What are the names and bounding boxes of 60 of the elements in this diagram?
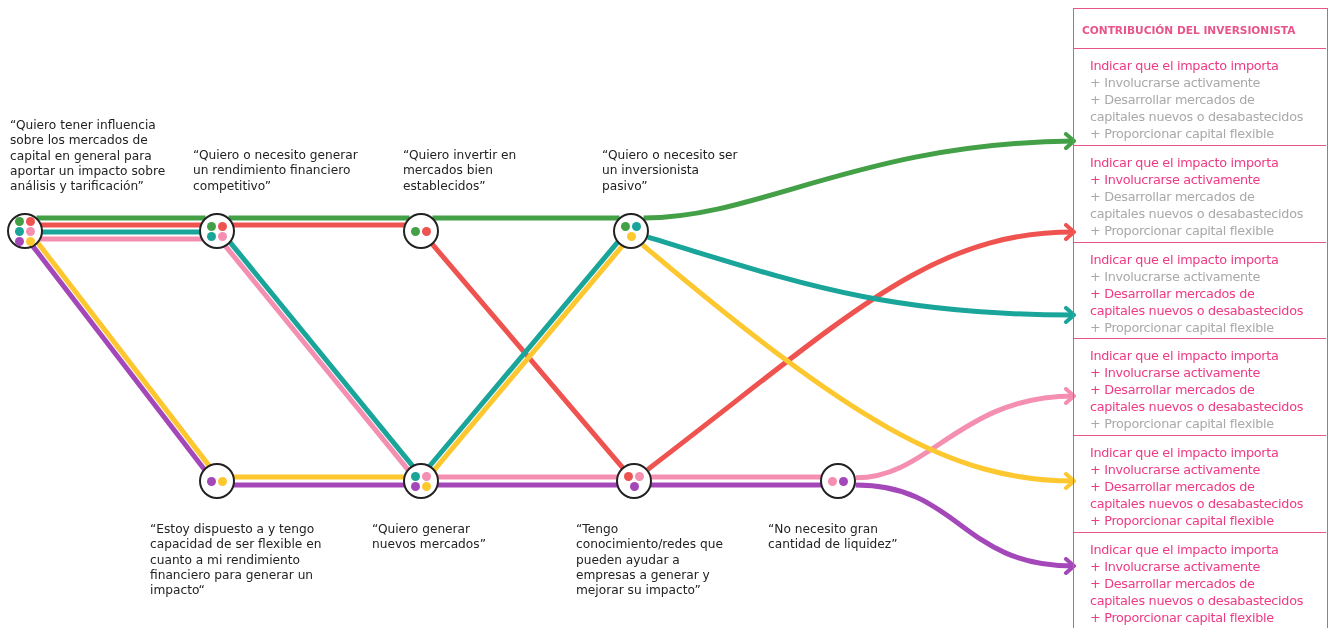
route-line <box>437 474 618 480</box>
contribution-item: Indicar que el impacto importa <box>1090 251 1280 268</box>
station-circle <box>403 463 439 499</box>
contribution-item: Indicar que el impacto importa <box>1090 154 1280 171</box>
quote-text: “No necesito gran cantidad de liquidez” <box>768 522 899 553</box>
inactive-contribution-item: + Involucrarse activamente <box>1090 74 1262 91</box>
contribution-table <box>1073 8 1328 628</box>
route-line <box>233 482 405 488</box>
quote-text: “Quiero invertir en mercados bien establecidos” <box>403 148 518 194</box>
route-line <box>650 474 822 480</box>
route-line <box>228 215 410 221</box>
inactive-contribution-item: + Desarrollar mercados de capitales nuevos o desabastecidos <box>1090 188 1305 222</box>
route-line <box>41 229 201 235</box>
quote-text: “Quiero o necesito ser un inversionista pasivo” <box>602 148 739 194</box>
contribution-item: Indicar que el impacto importa <box>1090 57 1280 74</box>
route-line <box>40 236 202 242</box>
contribution-item: + Involucrarse activamente <box>1090 558 1262 575</box>
route-arrow <box>855 387 1076 481</box>
contribution-item: + Desarrollar mercados de capitales nuevos o desabastecidos <box>1090 575 1305 609</box>
table-header: CONTRIBUCIÓN DEL INVERSIONISTA <box>1082 24 1296 36</box>
contribution-item: + Desarrollar mercados de capitales nuevos o desabastecidos <box>1090 285 1305 319</box>
contribution-item: Indicar que el impacto importa <box>1090 541 1280 558</box>
table-row <box>1074 532 1326 628</box>
station-circle <box>199 213 235 249</box>
quote-text: “Quiero generar nuevos mercados” <box>372 522 487 553</box>
station-circle <box>616 463 652 499</box>
route-line <box>232 222 406 228</box>
contribution-item: Indicar que el impacto importa <box>1090 347 1280 364</box>
inactive-contribution-item: + Proporcionar capital flexible <box>1090 415 1275 432</box>
inactive-contribution-item: + Proporcionar capital flexible <box>1090 125 1275 142</box>
contribution-item: + Desarrollar mercados de capitales nuevos o desabastecidos <box>1090 478 1305 512</box>
quote-text: “Quiero tener influencia sobre los mercados de capital en general para aportar un impacto sobre análisis y tarificación” <box>10 118 167 195</box>
inactive-contribution-item: + Proporcionar capital flexible <box>1090 319 1275 336</box>
route-line <box>40 222 202 228</box>
station-circle <box>613 213 649 249</box>
contribution-item: + Involucrarse activamente <box>1090 461 1262 478</box>
contribution-item: + Involucrarse activamente <box>1090 364 1262 381</box>
route-line <box>36 215 206 221</box>
station-circle <box>820 463 856 499</box>
route-line <box>233 474 405 480</box>
route-arrow <box>647 234 1076 324</box>
station-circle <box>199 463 235 499</box>
contribution-item: Indicar que el impacto importa <box>1090 444 1280 461</box>
inactive-contribution-item: + Involucrarse activamente <box>1090 268 1262 285</box>
quote-text: “Tengo conocimiento/redes que pueden ayudar a empresas a generar y mejorar su impacto” <box>576 522 724 599</box>
route-arrow <box>643 132 1076 221</box>
route-arrow <box>855 482 1076 575</box>
contribution-item: + Proporcionar capital flexible <box>1090 609 1275 626</box>
station-circle <box>7 213 43 249</box>
station-circle <box>403 213 439 249</box>
contribution-item: + Involucrarse activamente <box>1090 171 1262 188</box>
inactive-contribution-item: + Proporcionar capital flexible <box>1090 222 1275 239</box>
quote-text: “Estoy dispuesto a y tengo capacidad de ser flexible en cuanto a mi rendimiento financiero para generar un impacto“ <box>150 522 323 599</box>
inactive-contribution-item: + Desarrollar mercados de capitales nuevos o desabastecidos <box>1090 91 1305 125</box>
contribution-item: + Desarrollar mercados de capitales nuevos o desabastecidos <box>1090 381 1305 415</box>
route-line <box>650 482 822 488</box>
route-line <box>432 215 620 221</box>
route-line <box>437 482 618 488</box>
quote-text: “Quiero o necesito generar un rendimiento financiero competitivo” <box>193 148 359 194</box>
contribution-item: + Proporcionar capital flexible <box>1090 512 1275 529</box>
